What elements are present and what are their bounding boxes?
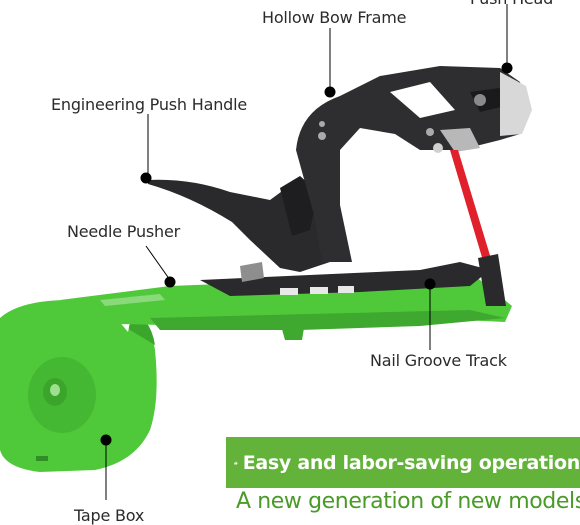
label-nail-groove-track: Nail Groove Track [370, 351, 507, 370]
label-engineering-push-handle: Engineering Push Handle [51, 95, 247, 114]
label-needle-pusher: Needle Pusher [67, 222, 180, 241]
label-hollow-bow-frame: Hollow Bow Frame [262, 8, 407, 27]
banner-title: Easy and labor-saving operation [242, 451, 580, 474]
nail-groove-track [200, 262, 490, 296]
feature-banner: Easy and labor-saving operation [226, 437, 580, 488]
callout-dots [100, 62, 513, 446]
push-head [433, 72, 532, 153]
banner-subtitle: A new generation of new models [236, 489, 580, 514]
label-tape-box: Tape Box [74, 506, 145, 525]
jaw-front [478, 254, 506, 306]
label-push-head: Push Head [470, 0, 553, 8]
hollow-bow-frame [296, 66, 528, 262]
callout-lines [105, 4, 508, 500]
thumbs-up-icon [234, 461, 238, 464]
tape-box [0, 300, 157, 472]
